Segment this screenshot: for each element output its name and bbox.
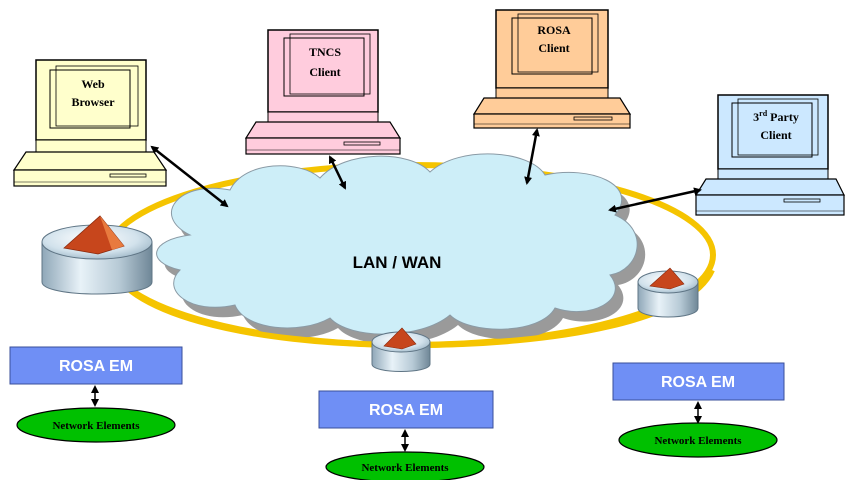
- network-elements-left-label: Network Elements: [52, 420, 140, 432]
- third-party-link-arrow: [608, 187, 702, 213]
- tncs-client-computer: TNCS Client: [244, 29, 402, 155]
- web-browser-label-line2: Browser: [71, 95, 115, 109]
- rosa-em-right-label: ROSA EM: [661, 374, 735, 391]
- network-elements-right: Network Elements: [618, 422, 778, 458]
- lan-wan-cloud: [156, 153, 638, 335]
- rosa-em-right: ROSA EM: [612, 362, 785, 401]
- tncs-label-line1: TNCS: [309, 45, 341, 59]
- rosa-em-center-label: ROSA EM: [369, 402, 443, 419]
- tncs-link-arrow: [328, 155, 347, 190]
- network-label: LAN / WAN: [353, 253, 442, 272]
- rosa-client-label-line1: ROSA: [537, 23, 571, 37]
- third-party-label-line1: 3rd Party: [753, 109, 799, 124]
- rosa-em-center: ROSA EM: [318, 390, 494, 429]
- rosa-em-left: ROSA EM: [9, 346, 183, 385]
- network-elements-center-label: Network Elements: [361, 462, 449, 474]
- router-left-icon: [41, 215, 153, 295]
- third-party-label-line2: Client: [760, 128, 791, 142]
- rosa-client-link-arrow: [524, 128, 540, 185]
- web-browser-label-line1: Web: [81, 77, 105, 91]
- router-center-icon: [371, 327, 431, 372]
- tncs-label-line2: Client: [309, 65, 340, 79]
- network-elements-right-label: Network Elements: [654, 435, 742, 447]
- rosa-em-left-label: ROSA EM: [59, 358, 133, 375]
- third-party-client-computer: 3rd Party Client: [694, 94, 845, 216]
- network-elements-left: Network Elements: [16, 407, 176, 443]
- web-browser-link-arrow: [150, 145, 229, 208]
- rosa-client-computer: ROSA Client: [472, 9, 632, 129]
- rosa-client-label-line2: Client: [538, 41, 569, 55]
- router-right-icon: [637, 267, 699, 318]
- web-browser-computer: Web Browser: [12, 59, 168, 187]
- network-elements-center: Network Elements: [325, 451, 485, 480]
